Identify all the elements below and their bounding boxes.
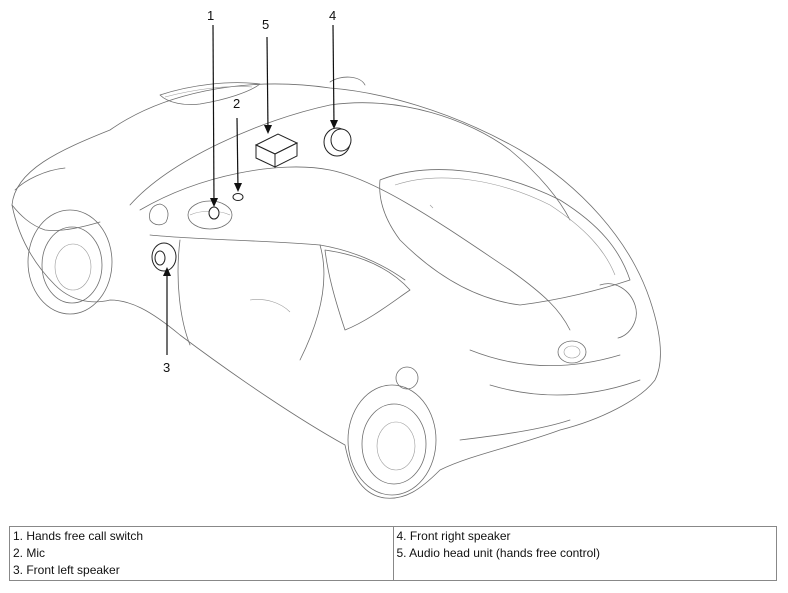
callout-4: 4 bbox=[329, 8, 336, 23]
callout-2: 2 bbox=[233, 96, 240, 111]
legend-item: 3. Front left speaker bbox=[13, 563, 120, 577]
front-right-speaker-part bbox=[323, 127, 352, 157]
legend-item: 4. Front right speaker bbox=[396, 529, 511, 543]
car-illustration bbox=[11, 76, 661, 499]
component-location-diagram: 1 2 3 4 5 bbox=[11, 8, 661, 499]
legend-item: 5. Audio head unit (hands free control) bbox=[396, 546, 600, 560]
legend-item: 1. Hands free call switch bbox=[13, 529, 144, 543]
legend-column-right: 4. Front right speaker 5. Audio head uni… bbox=[392, 527, 777, 580]
callout-5: 5 bbox=[262, 17, 269, 32]
audio-head-unit-part bbox=[254, 133, 299, 168]
callout-1: 1 bbox=[207, 8, 214, 23]
mic-part bbox=[232, 193, 244, 201]
legend-column-left: 1. Hands free call switch 2. Mic 3. Fron… bbox=[10, 527, 393, 580]
legend-item: 2. Mic bbox=[13, 546, 46, 560]
callout-3: 3 bbox=[163, 360, 170, 375]
hands-free-call-switch-part bbox=[208, 206, 220, 220]
parts-legend-table: 1. Hands free call switch 2. Mic 3. Fron… bbox=[9, 526, 777, 581]
front-left-speaker-part bbox=[151, 242, 177, 272]
leader-lines bbox=[163, 24, 338, 355]
